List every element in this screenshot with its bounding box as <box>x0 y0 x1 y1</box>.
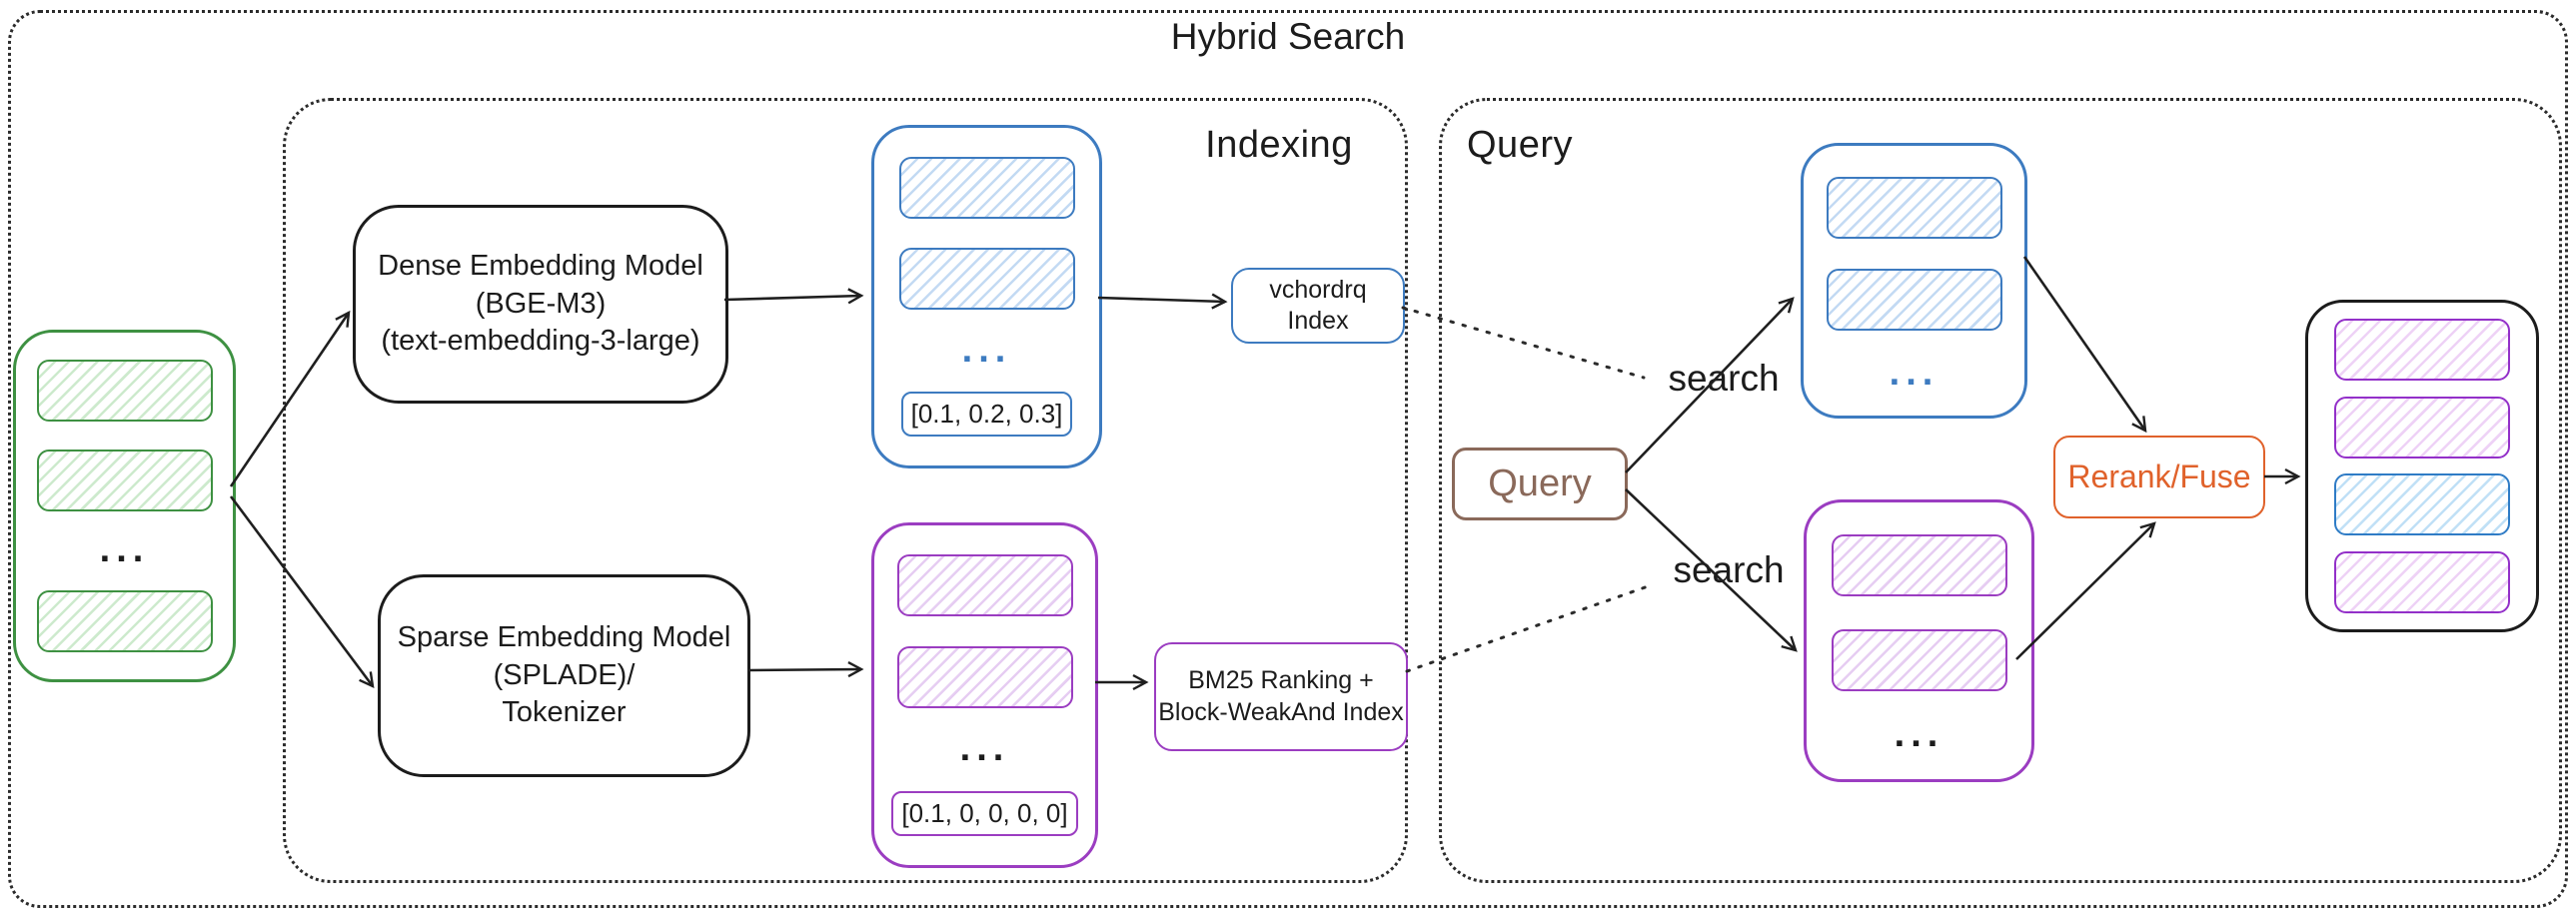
search-label-top: search <box>1668 358 1780 399</box>
document-cell <box>36 360 213 423</box>
page-title: Hybrid Search <box>1170 16 1406 57</box>
rerank-fuse-node: Rerank/Fuse <box>2053 436 2265 518</box>
fused-results-stack <box>2305 300 2539 632</box>
sparse-embedding-model-node: Sparse Embedding Model (SPLADE)/ Tokeniz… <box>378 574 750 777</box>
result-cell-sparse <box>2334 396 2510 459</box>
dense-vectors-stack: ... [0.1, 0.2, 0.3] <box>871 125 1102 468</box>
sparse-result-cell <box>1831 628 2007 691</box>
search-label-bottom: search <box>1673 549 1785 590</box>
sparse-vector-cell <box>896 554 1073 617</box>
dense-embedding-model-node: Dense Embedding Model (BGE-M3) (text-emb… <box>353 205 728 404</box>
query-section-frame <box>1439 98 2562 883</box>
indexing-section-frame <box>283 98 1408 883</box>
ellipsis-label: ... <box>959 727 1010 770</box>
ellipsis-label: ... <box>961 329 1012 371</box>
result-cell-dense <box>2334 473 2510 536</box>
documents-stack: ... <box>13 330 236 682</box>
hybrid-search-frame <box>8 10 2568 908</box>
dense-result-cell <box>1826 269 2002 331</box>
query-section-label: Query <box>1467 124 1573 166</box>
query-sparse-results-stack: ... <box>1804 499 2034 782</box>
sparse-vector-sample: [0.1, 0, 0, 0, 0] <box>891 790 1078 836</box>
dense-vector-cell <box>898 157 1075 219</box>
sparse-vectors-stack: ... [0.1, 0, 0, 0, 0] <box>871 522 1098 868</box>
result-cell-sparse <box>2334 318 2510 381</box>
document-cell <box>36 449 213 511</box>
sparse-vector-cell <box>896 645 1073 708</box>
bm25-index-node: BM25 Ranking + Block-WeakAnd Index <box>1154 642 1408 751</box>
document-cell <box>36 589 213 652</box>
result-cell-sparse <box>2334 551 2510 614</box>
indexing-section-label: Indexing <box>1205 124 1353 166</box>
sparse-result-cell <box>1831 534 2007 597</box>
ellipsis-label: ... <box>1889 351 1939 394</box>
ellipsis-label: ... <box>1894 712 1944 755</box>
ellipsis-label: ... <box>99 528 150 571</box>
dense-result-cell <box>1826 176 2002 239</box>
query-dense-results-stack: ... <box>1801 143 2027 419</box>
query-node: Query <box>1452 448 1628 520</box>
vchordrq-index-node: vchordrq Index <box>1231 268 1405 344</box>
dense-vector-sample: [0.1, 0.2, 0.3] <box>900 392 1073 437</box>
dense-vector-cell <box>898 248 1075 310</box>
